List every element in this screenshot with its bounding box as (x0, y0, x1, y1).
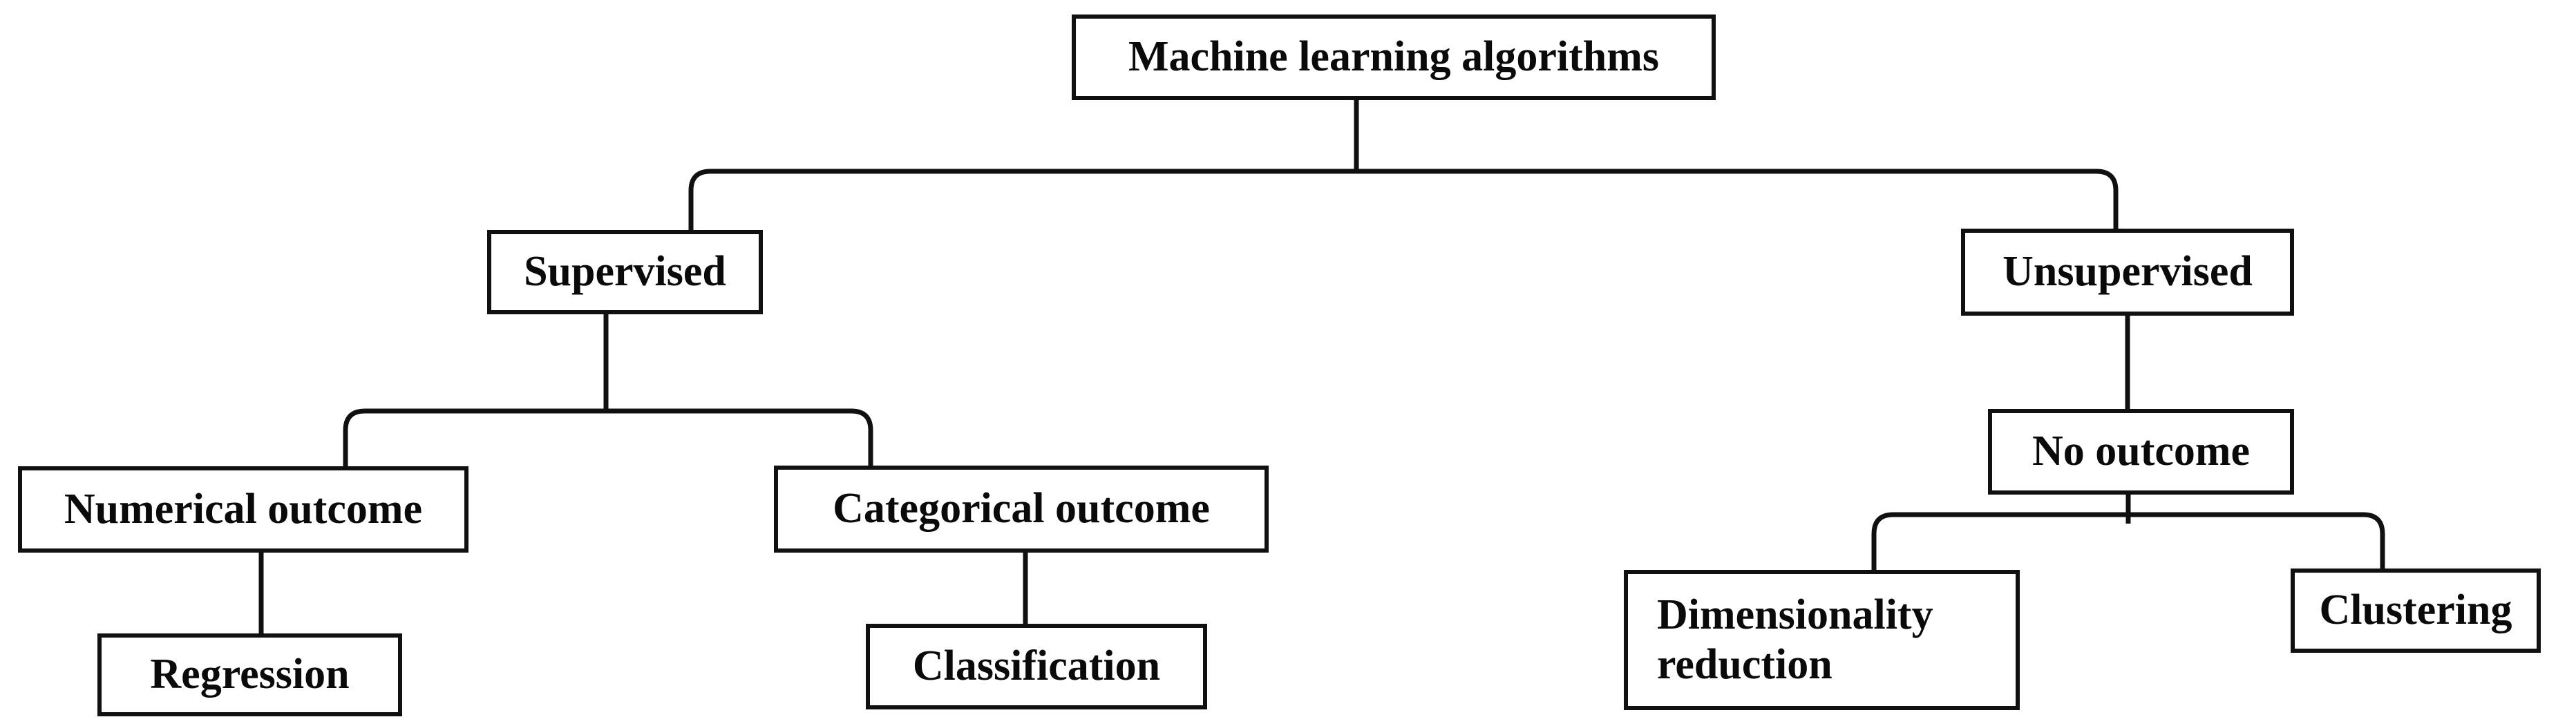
node-clustering: Clustering (2291, 569, 2541, 653)
node-label: No outcome (2032, 428, 2251, 475)
node-dimensionality-reduction: Dimensionality reduction (1624, 570, 2020, 710)
node-regression: Regression (97, 633, 402, 716)
node-categorical-outcome: Categorical outcome (774, 466, 1269, 553)
node-label: Classification (912, 642, 1161, 690)
edge-root-branch (688, 169, 2119, 232)
node-label: Categorical outcome (833, 485, 1210, 533)
node-unsupervised: Unsupervised (1961, 229, 2294, 316)
node-label: Unsupervised (2002, 248, 2253, 296)
edge-no-outcome-branch (1871, 512, 2385, 572)
node-label: Machine learning algorithms (1128, 33, 1660, 81)
node-machine-learning-algorithms: Machine learning algorithms (1072, 15, 1716, 100)
node-label: Supervised (524, 248, 726, 296)
node-label: Regression (150, 651, 350, 698)
node-numerical-outcome: Numerical outcome (18, 466, 468, 553)
node-no-outcome: No outcome (1988, 409, 2294, 495)
node-label: Clustering (2319, 586, 2512, 634)
edge-supervised-branch (343, 408, 873, 469)
node-label: Numerical outcome (64, 485, 423, 533)
node-classification: Classification (866, 624, 1207, 709)
node-label: Dimensionality reduction (1657, 591, 1933, 688)
node-supervised: Supervised (487, 230, 763, 314)
